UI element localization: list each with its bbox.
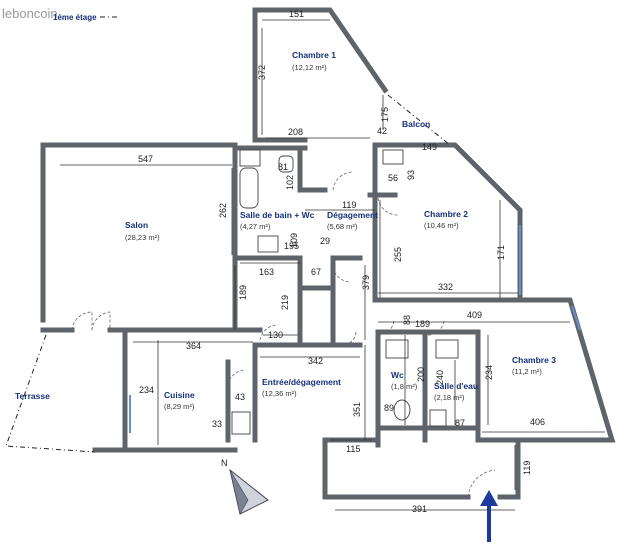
compass-label: N <box>221 458 228 468</box>
terrasse-outline <box>5 334 96 453</box>
dimension-lines <box>60 19 605 511</box>
wc-toilet <box>393 399 411 421</box>
dim-29: 29 <box>320 236 330 246</box>
dim-255: 255 <box>393 247 403 262</box>
room-chambre2-name: Chambre 2 <box>424 209 468 219</box>
boiler <box>239 149 261 167</box>
room-salon-area: (28,23 m²) <box>125 233 160 242</box>
room-cuisine-area: (8,29 m²) <box>164 402 195 411</box>
shower-tray <box>429 409 447 427</box>
dim-200: 200 <box>416 367 426 382</box>
dim-93: 93 <box>406 170 416 180</box>
dim-547: 547 <box>138 154 153 164</box>
dim-119-bottom: 119 <box>522 461 532 475</box>
room-salle-eau-area: (2,18 m²) <box>434 393 465 402</box>
wc-sink <box>385 339 409 359</box>
dim-102: 102 <box>285 175 295 190</box>
dim-42: 42 <box>377 126 387 136</box>
dim-234-left: 234 <box>139 385 154 395</box>
chambre2-cupboard <box>382 149 404 165</box>
dim-149: 149 <box>422 142 437 152</box>
bath-toilet <box>278 155 294 173</box>
dim-195: 195 <box>284 241 299 251</box>
dim-342: 342 <box>308 356 323 366</box>
dim-163: 163 <box>259 267 274 277</box>
dim-56: 56 <box>388 173 398 183</box>
dim-189-right: 189 <box>415 319 430 329</box>
compass: N <box>221 458 269 515</box>
dim-406: 406 <box>530 417 545 427</box>
dim-189-left: 189 <box>238 285 248 300</box>
bath-sink <box>257 235 279 253</box>
dimension-labels: 151 372 208 175 42 149 56 93 81 547 262 … <box>138 9 545 514</box>
room-sdb-area: (4,27 m²) <box>240 222 271 231</box>
room-salon-name: Salon <box>125 220 148 230</box>
salle-eau-sink <box>435 339 459 359</box>
dim-332: 332 <box>438 282 453 292</box>
dim-240: 240 <box>435 370 445 385</box>
dim-364: 364 <box>186 341 201 351</box>
room-degagement-name: Dégagement <box>327 210 378 220</box>
dim-89: 89 <box>384 403 394 413</box>
dim-175: 175 <box>380 107 390 122</box>
entrance-arrow <box>480 490 498 542</box>
fixtures <box>231 149 459 435</box>
room-terrasse-name: Terrasse <box>15 391 50 401</box>
dim-115: 115 <box>346 444 360 454</box>
dim-171: 171 <box>496 245 506 260</box>
bathtub <box>239 167 259 209</box>
dim-33: 33 <box>212 419 222 429</box>
dim-379: 379 <box>361 275 371 290</box>
room-degagement-area: (5,68 m²) <box>327 222 358 231</box>
dim-81: 81 <box>278 162 288 172</box>
room-entree-name: Entrée/dégagement <box>262 377 341 387</box>
room-balcon-name: Balcon <box>402 119 430 129</box>
dim-234-right: 234 <box>484 365 494 380</box>
room-chambre3-area: (11,2 m²) <box>512 367 542 376</box>
dim-391: 391 <box>412 504 427 514</box>
level-label: 1ème étage <box>53 13 97 22</box>
dim-87: 87 <box>455 418 465 428</box>
balcon-outline <box>387 94 451 146</box>
dim-67: 67 <box>311 267 321 277</box>
room-chambre3-name: Chambre 3 <box>512 355 556 365</box>
room-sdb-name: Salle de bain + Wc <box>240 210 315 220</box>
dim-109: 109 <box>289 233 299 248</box>
dim-151: 151 <box>289 9 304 19</box>
dim-130: 130 <box>268 330 283 340</box>
chambre3-window <box>571 305 581 331</box>
dim-208: 208 <box>288 127 303 137</box>
dim-119: 119 <box>342 200 356 210</box>
watermark: leboncoin <box>2 6 58 21</box>
dim-219: 219 <box>280 295 290 310</box>
dim-409: 409 <box>467 310 482 320</box>
room-wc-area: (1,8 m²) <box>391 382 418 391</box>
room-chambre1-area: (12,12 m²) <box>292 63 327 72</box>
room-salle-eau-name: Salle d'eau <box>434 381 478 391</box>
room-chambre1-name: Chambre 1 <box>292 50 336 60</box>
room-wc-name: Wc <box>391 370 404 380</box>
room-entree-area: (12,36 m²) <box>262 389 297 398</box>
dim-262: 262 <box>218 203 228 218</box>
room-chambre2-area: (10,46 m²) <box>424 221 459 230</box>
dim-43: 43 <box>235 392 245 402</box>
dim-88: 88 <box>402 315 412 325</box>
walls <box>40 7 616 500</box>
dim-351: 351 <box>352 402 362 417</box>
room-cuisine-name: Cuisine <box>164 390 195 400</box>
cupboard <box>231 411 251 435</box>
dim-372: 372 <box>257 65 267 80</box>
